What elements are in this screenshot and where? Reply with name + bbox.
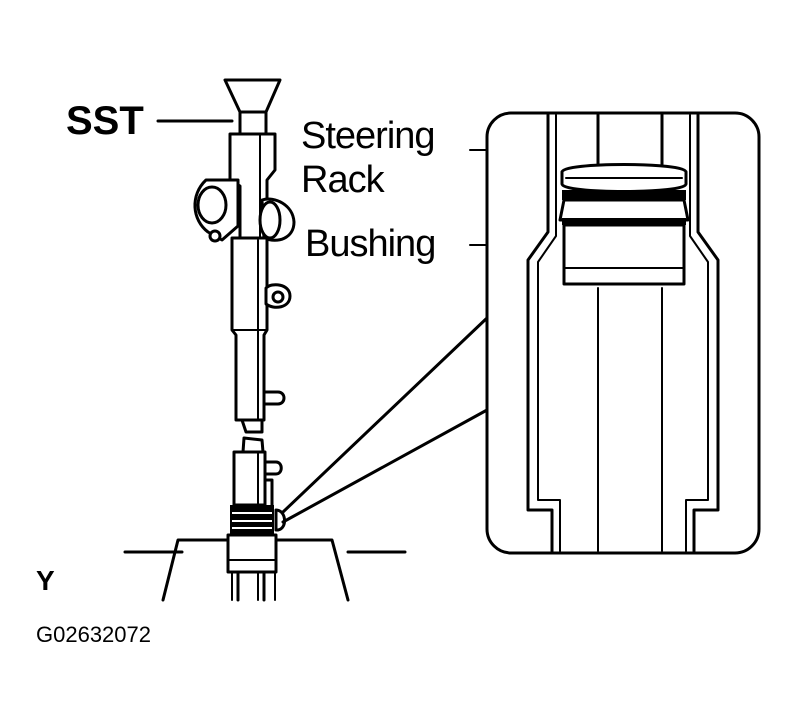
sst-tool-assembly — [193, 78, 296, 602]
figure-code: G02632072 — [36, 622, 151, 647]
steering-rack-label-line2: Rack — [301, 159, 386, 201]
detail-zoom-view — [485, 111, 761, 555]
steering-rack-label-line1: Steering — [301, 115, 435, 157]
zoom-line-upper — [281, 316, 489, 514]
sst-label: SST — [66, 99, 144, 143]
bushing-label: Bushing — [305, 223, 435, 265]
zoom-line-lower — [281, 408, 489, 524]
view-label: Y — [36, 565, 55, 596]
